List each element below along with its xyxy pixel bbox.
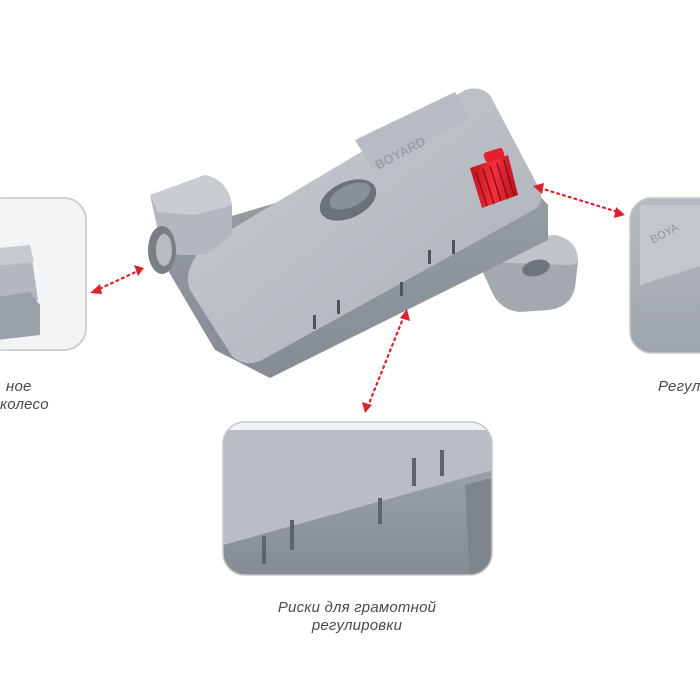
arrow-head-marks-in <box>400 309 410 321</box>
zoom-frame-wheel <box>0 197 87 351</box>
caption-wheel-line2: колесо <box>0 396 49 413</box>
arrow-head-wheel-out <box>90 284 102 294</box>
callout-arrow-marks <box>366 314 406 408</box>
caption-wheel: ное колесо <box>0 378 70 414</box>
callout-arrow-wheel <box>95 268 142 292</box>
caption-marks-line1: Риски для грамотной <box>277 599 437 616</box>
callout-arrow-adjuster <box>538 186 620 214</box>
arrow-head-marks-out <box>362 402 372 413</box>
caption-marks: Риски для грамотной регулировки <box>222 599 492 635</box>
arrow-head-adjuster-in <box>533 183 544 194</box>
caption-adjuster: Регул <box>658 378 700 395</box>
red-adjuster-wheel <box>470 147 518 208</box>
zoom-frame-marks <box>222 421 493 576</box>
caption-marks-line2: регулировки <box>311 617 403 634</box>
arrow-head-wheel-in <box>134 265 144 276</box>
zoom-frame-adjuster: BOYA <box>629 197 700 354</box>
arrow-head-adjuster-out <box>614 207 625 218</box>
caption-wheel-line1: ное <box>6 378 32 395</box>
product-damper: BOYARD <box>148 88 578 378</box>
